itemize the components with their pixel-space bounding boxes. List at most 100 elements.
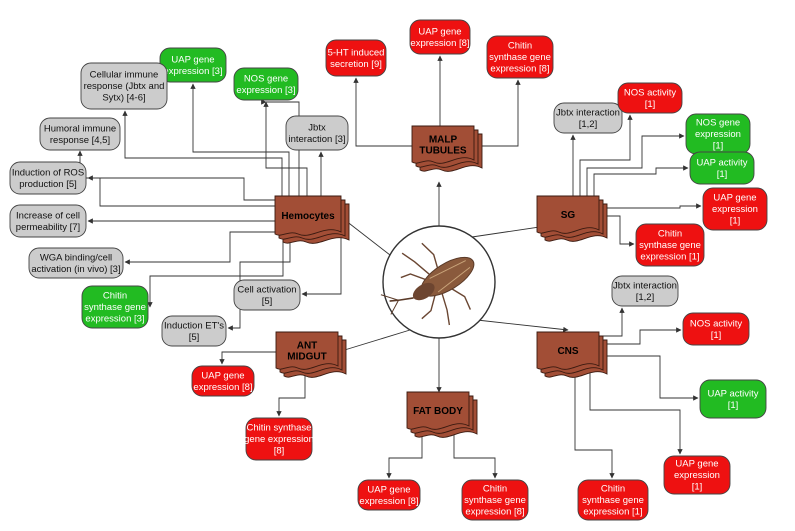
node-label: expression [8]	[465, 507, 524, 518]
connector-arrow	[265, 99, 300, 196]
node-label: expression [8]	[490, 64, 549, 75]
node-box-up	[577, 479, 649, 521]
insect-wing-edge	[429, 260, 471, 293]
node-label: UAP gene	[201, 370, 244, 381]
node-label: Chitin	[103, 291, 127, 302]
connector-arrow	[599, 203, 702, 209]
node-label: [1]	[717, 169, 728, 180]
node-label: secretion [9]	[330, 59, 382, 70]
node-box-up	[245, 417, 313, 461]
node-label: Cellular immune	[90, 70, 159, 81]
node-label: NOS activity	[690, 318, 743, 329]
node-box-neutral	[233, 279, 301, 311]
effect-node-c1: Jbtx interaction[1,2]	[611, 275, 679, 307]
node-label: [5]	[262, 296, 273, 307]
node-label: UAP gene	[675, 459, 718, 470]
node-label: synthase gene	[582, 495, 644, 506]
node-label: Induction of ROS	[12, 167, 84, 178]
node-label: synthase gene	[489, 52, 551, 63]
node-box-up	[191, 365, 255, 397]
connector-arrow	[579, 114, 633, 196]
insect-leg	[400, 273, 433, 283]
node-box-down	[689, 151, 755, 185]
insect-thorax	[412, 282, 435, 301]
effect-node-c3: UAP activity[1]	[699, 379, 767, 419]
connector-arrow	[474, 79, 521, 147]
node-label: Increase of cell	[16, 210, 80, 221]
node-label: Cell activation	[237, 284, 296, 295]
hub-sheet	[536, 195, 600, 234]
node-label: expression	[712, 204, 758, 215]
effect-node-h11: Induction ET's[5]	[161, 315, 227, 347]
node-label: [1]	[730, 216, 741, 227]
node-label: Chitin	[601, 484, 625, 495]
kissing-bug-icon	[380, 242, 475, 326]
node-label: response (Jbtx and	[84, 81, 165, 92]
node-label: Chitin	[508, 41, 532, 52]
connector-arrow	[124, 231, 275, 265]
node-box-neutral	[9, 161, 87, 195]
connector-arrow	[122, 110, 283, 196]
connector-arrow	[586, 133, 685, 196]
node-label: [1]	[692, 482, 703, 493]
connector-arrow	[600, 307, 625, 337]
node-box-up	[325, 39, 387, 77]
hub-cns: CNS	[536, 331, 608, 378]
node-label: expression [8]	[193, 382, 252, 393]
hub-hemo: Hemocytes	[274, 195, 350, 244]
node-label: synthase gene	[84, 302, 146, 313]
node-label: synthase gene	[464, 495, 526, 506]
hub-sg: SG	[536, 195, 608, 242]
connector-arrow	[589, 372, 683, 455]
center-insect	[380, 225, 496, 339]
node-label: WGA binding/cell	[40, 252, 112, 263]
insect-leg	[439, 287, 451, 326]
hub-sheet	[411, 125, 475, 164]
hub-sheet	[406, 391, 470, 430]
connector-arrow	[353, 77, 412, 147]
insect-leg	[401, 252, 436, 280]
node-label: UAP gene	[367, 484, 410, 495]
node-label: [1]	[711, 330, 722, 341]
node-label: expression [8]	[410, 38, 469, 49]
node-label: Chitin	[483, 484, 507, 495]
node-label: [1]	[713, 141, 724, 152]
hub-label: Hemocytes	[281, 211, 335, 222]
node-label: Jbtx interaction	[556, 107, 620, 118]
connector-arrow	[263, 101, 308, 196]
node-label: synthase gene	[639, 240, 701, 251]
connector-arrow	[87, 175, 275, 207]
connector-arrow	[593, 165, 689, 196]
insect-leg	[421, 289, 438, 320]
connector-arrow	[219, 351, 276, 365]
node-label: activation (in vivo) [3]	[31, 264, 120, 275]
node-box-neutral	[553, 102, 623, 134]
node-label: UAP activity	[707, 388, 758, 399]
connector-arrow	[190, 83, 290, 196]
hub-sheet	[274, 195, 342, 236]
node-box-up	[409, 19, 471, 55]
connector-arrow	[301, 238, 342, 297]
node-label: Jbtx	[308, 122, 326, 133]
hub-label: SG	[561, 210, 576, 221]
node-label: Chitin	[658, 229, 682, 240]
node-box-neutral	[28, 247, 124, 279]
node-label: UAP gene	[713, 193, 756, 204]
connector-arrow	[574, 372, 615, 479]
node-label: 5-HT induced	[328, 47, 385, 58]
connector-layer	[77, 55, 702, 479]
node-label: NOS gene	[696, 118, 740, 129]
